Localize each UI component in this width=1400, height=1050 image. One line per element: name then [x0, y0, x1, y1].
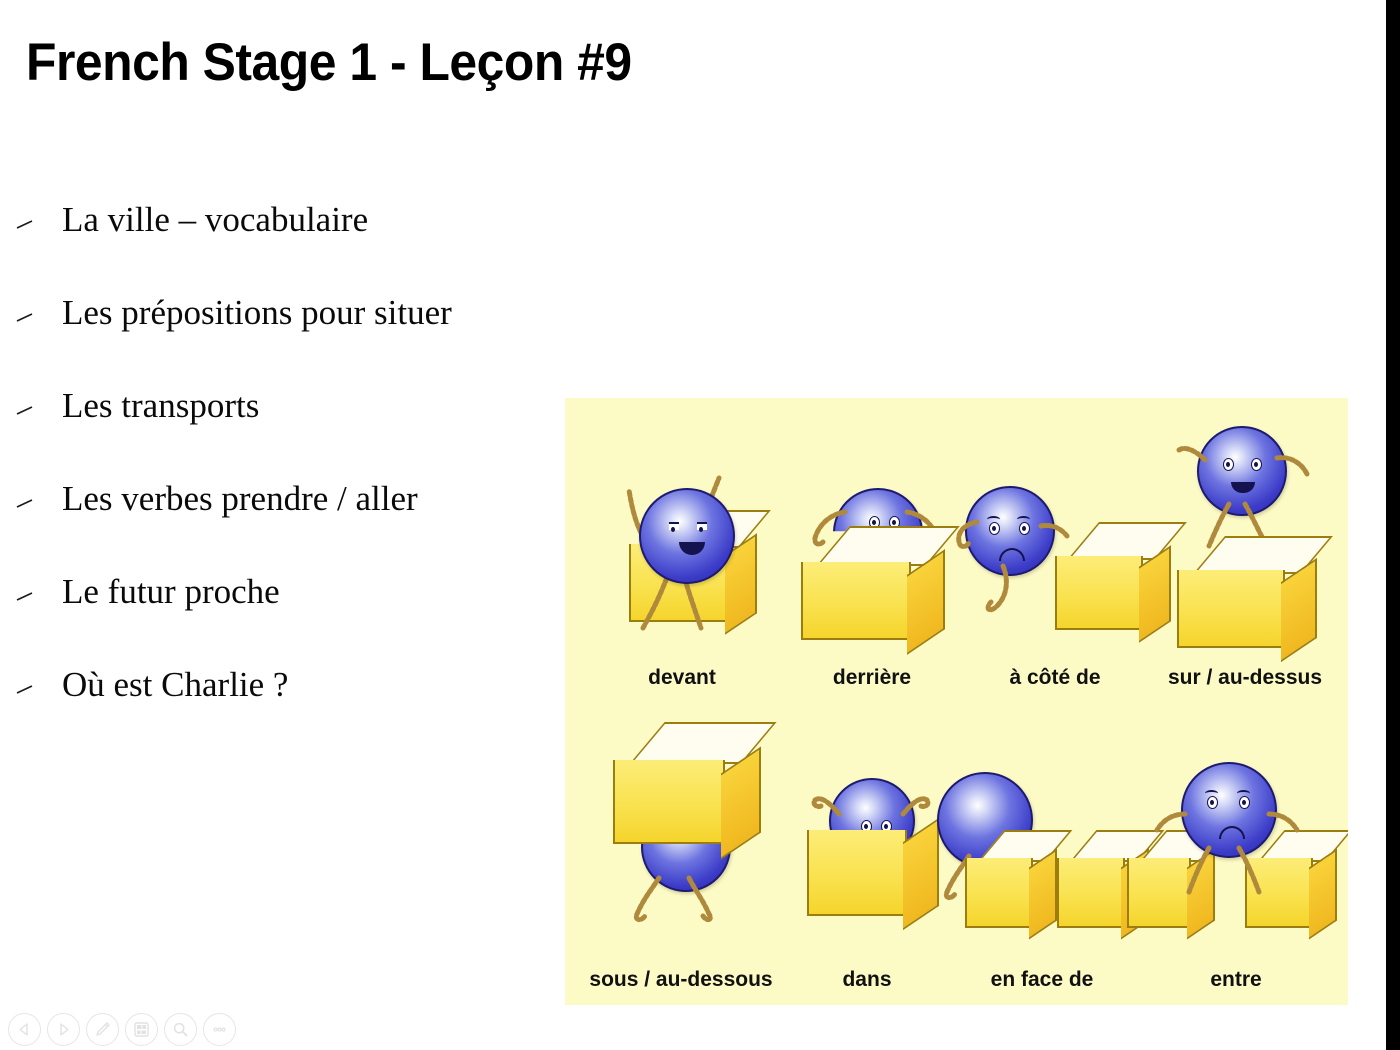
preposition-label: en face de — [990, 968, 1094, 991]
illustration-en-face-de — [937, 704, 1165, 959]
topics-list: La ville – vocabulaire Les prépositions … — [8, 200, 548, 758]
preposition-cell-sur-au-dessus: sur / au-dessus — [1145, 402, 1345, 702]
preposition-cell-derriere: derrière — [777, 402, 967, 702]
prepositions-illustration: devant — [565, 398, 1348, 1005]
leg-limb — [1185, 845, 1215, 898]
list-item-label: Les transports — [62, 386, 260, 425]
arm-limb — [1265, 808, 1301, 838]
illustration-entre — [1127, 704, 1348, 959]
more-options-button[interactable] — [203, 1013, 236, 1046]
preposition-cell-en-face-de: en face de — [937, 704, 1165, 1004]
dash-bullet-icon — [16, 220, 34, 230]
zoom-button[interactable] — [164, 1013, 197, 1046]
arm-limb — [811, 508, 849, 548]
preposition-label: à côté de — [1009, 666, 1101, 689]
illustration-derriere — [777, 402, 967, 657]
character-ball — [965, 486, 1055, 576]
previous-triangle-icon — [17, 1022, 32, 1037]
leg-limb — [683, 875, 719, 924]
leg-limb — [1235, 845, 1265, 898]
list-item: Le futur proche — [8, 572, 548, 665]
arm-limb — [899, 792, 931, 826]
preposition-cell-devant: devant — [587, 402, 777, 702]
list-item: Les transports — [8, 386, 548, 479]
arm-limb — [811, 792, 843, 826]
preposition-label: sur / au-dessus — [1167, 666, 1323, 689]
list-item: Les verbes prendre / aller — [8, 479, 548, 572]
leg-limb — [943, 853, 977, 902]
preposition-cell-sous-au-dessous: sous / au-dessous — [573, 704, 789, 1004]
dash-bullet-icon — [16, 592, 34, 602]
list-item: Où est Charlie ? — [8, 665, 548, 758]
right-edge-strip — [1386, 0, 1400, 1050]
pen-icon — [94, 1021, 111, 1038]
character-ball — [1197, 426, 1287, 516]
list-item: La ville – vocabulaire — [8, 200, 548, 293]
presentation-toolbar — [8, 1013, 236, 1046]
preposition-cell-dans: dans — [787, 704, 947, 1004]
illustration-a-cote-de — [955, 402, 1187, 657]
illustration-dans — [787, 704, 947, 959]
character-ball — [639, 488, 735, 584]
leg-limb — [983, 563, 1017, 620]
ellipsis-icon — [211, 1021, 228, 1038]
arm-limb — [1176, 442, 1208, 468]
arm-limb — [1038, 520, 1070, 546]
preposition-cell-a-cote-de: à côté de — [955, 402, 1187, 702]
character-ball — [1181, 762, 1277, 858]
annotate-button[interactable] — [86, 1013, 119, 1046]
next-triangle-icon — [56, 1022, 71, 1037]
leg-limb — [633, 875, 669, 924]
magnifier-icon — [172, 1021, 189, 1038]
list-item-label: Où est Charlie ? — [62, 665, 289, 704]
prepositions-row-top: devant — [565, 402, 1348, 702]
page-title: French Stage 1 - Leçon #9 — [26, 33, 632, 92]
dash-bullet-icon — [16, 406, 34, 416]
preposition-label: derrière — [832, 666, 912, 689]
illustration-sous-au-dessous — [573, 704, 789, 959]
illustration-devant — [587, 402, 777, 657]
prepositions-row-bottom: sous / au-dessous — [565, 704, 1348, 1004]
slide-grid-icon — [133, 1021, 150, 1038]
preposition-label: entre — [1210, 968, 1262, 991]
dash-bullet-icon — [16, 685, 34, 695]
list-item-label: Les prépositions pour situer — [62, 293, 452, 332]
preposition-label: sous / au-dessous — [589, 968, 773, 991]
preposition-label: dans — [842, 968, 892, 991]
arm-limb — [1274, 450, 1311, 484]
slide-overview-button[interactable] — [125, 1013, 158, 1046]
arm-limb — [1153, 808, 1189, 838]
previous-slide-button[interactable] — [8, 1013, 41, 1046]
list-item-label: Le futur proche — [62, 572, 280, 611]
preposition-label: devant — [648, 666, 716, 689]
dash-bullet-icon — [16, 499, 34, 509]
list-item: Les prépositions pour situer — [8, 293, 548, 386]
arm-limb — [955, 519, 981, 554]
list-item-label: La ville – vocabulaire — [62, 200, 369, 239]
list-item-label: Les verbes prendre / aller — [62, 479, 418, 518]
next-slide-button[interactable] — [47, 1013, 80, 1046]
preposition-cell-entre: entre — [1127, 704, 1348, 1004]
dash-bullet-icon — [16, 313, 34, 323]
leg-limb — [1206, 501, 1237, 550]
illustration-sur-au-dessus — [1145, 402, 1345, 663]
